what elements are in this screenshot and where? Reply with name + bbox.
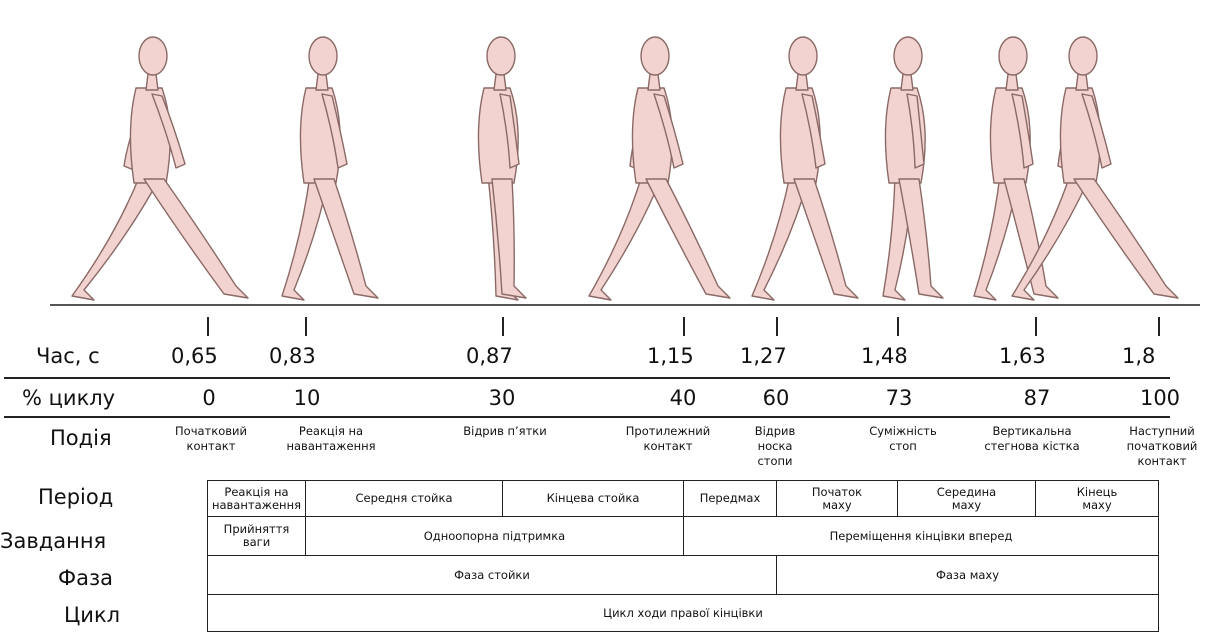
time-value: 1,63 [999,344,1046,368]
ground-line [50,304,1200,306]
percent-value: 0 [179,386,239,410]
time-tick [683,317,685,336]
percent-value: 73 [869,386,929,410]
time-separator-line [4,377,1170,379]
time-value: 1,27 [740,344,787,368]
time-value: 0,83 [269,344,316,368]
cycle-cell-text: Цикл ходи правої кінцівки [603,607,763,620]
walking-figure [72,37,248,300]
period-cell: Передмах [683,480,777,517]
row-label-task: Завдання [0,529,106,553]
row-label-percent: % циклу [22,386,115,410]
time-value: 0,65 [171,344,218,368]
walking-figure [752,37,858,300]
task-cell-text: Переміщення кінцівки вперед [830,530,1013,543]
time-value: 1,8 [1122,344,1155,368]
time-tick [897,317,899,336]
walking-figure [589,37,730,300]
phase-cell: Фаза маху [776,555,1159,595]
time-value: 1,48 [861,344,908,368]
time-tick [776,317,778,336]
phase-cell: Фаза стойки [207,555,777,595]
task-cell: Переміщення кінцівки вперед [683,516,1159,556]
percent-value: 87 [1007,386,1067,410]
row-label-cycle: Цикл [64,603,120,627]
walking-figure [883,37,943,300]
time-tick [502,317,504,336]
time-value: 1,15 [647,344,694,368]
task-cell: Одноопорна підтримка [305,516,684,556]
task-cell-text: Одноопорна підтримка [424,530,565,543]
percent-value: 30 [472,386,532,410]
row-label-event: Подія [50,426,112,450]
row-label-phase: Фаза [58,566,113,590]
period-cell-text: Передмах [700,492,761,505]
event-label: Відрив п’ятки [463,424,546,439]
time-tick [207,317,209,336]
period-cell-text: Середня стойка [355,492,452,505]
walking-figures-illustration [0,0,1216,310]
phase-cell-text: Фаза стойки [454,569,530,582]
percent-value: 40 [653,386,713,410]
percent-value: 60 [746,386,806,410]
row-label-time: Час, с [36,344,100,368]
walking-figure [282,37,378,300]
row-label-period: Період [38,485,113,509]
percent-value: 10 [277,386,337,410]
period-cell: Середня стойка [305,480,503,517]
percent-separator-line [4,416,1170,418]
period-cell-text: Кінцева стойка [547,492,640,505]
percent-value: 100 [1130,386,1190,410]
walking-figure [1012,37,1178,300]
time-tick [305,317,307,336]
time-tick [1035,317,1037,336]
walking-figure [974,37,1058,300]
period-cell: Кінцева стойка [502,480,684,517]
time-tick [1158,317,1160,336]
time-value: 0,87 [466,344,513,368]
phase-cell-text: Фаза маху [936,569,999,582]
cycle-cell: Цикл ходи правої кінцівки [207,594,1159,632]
walking-figure [478,37,526,300]
